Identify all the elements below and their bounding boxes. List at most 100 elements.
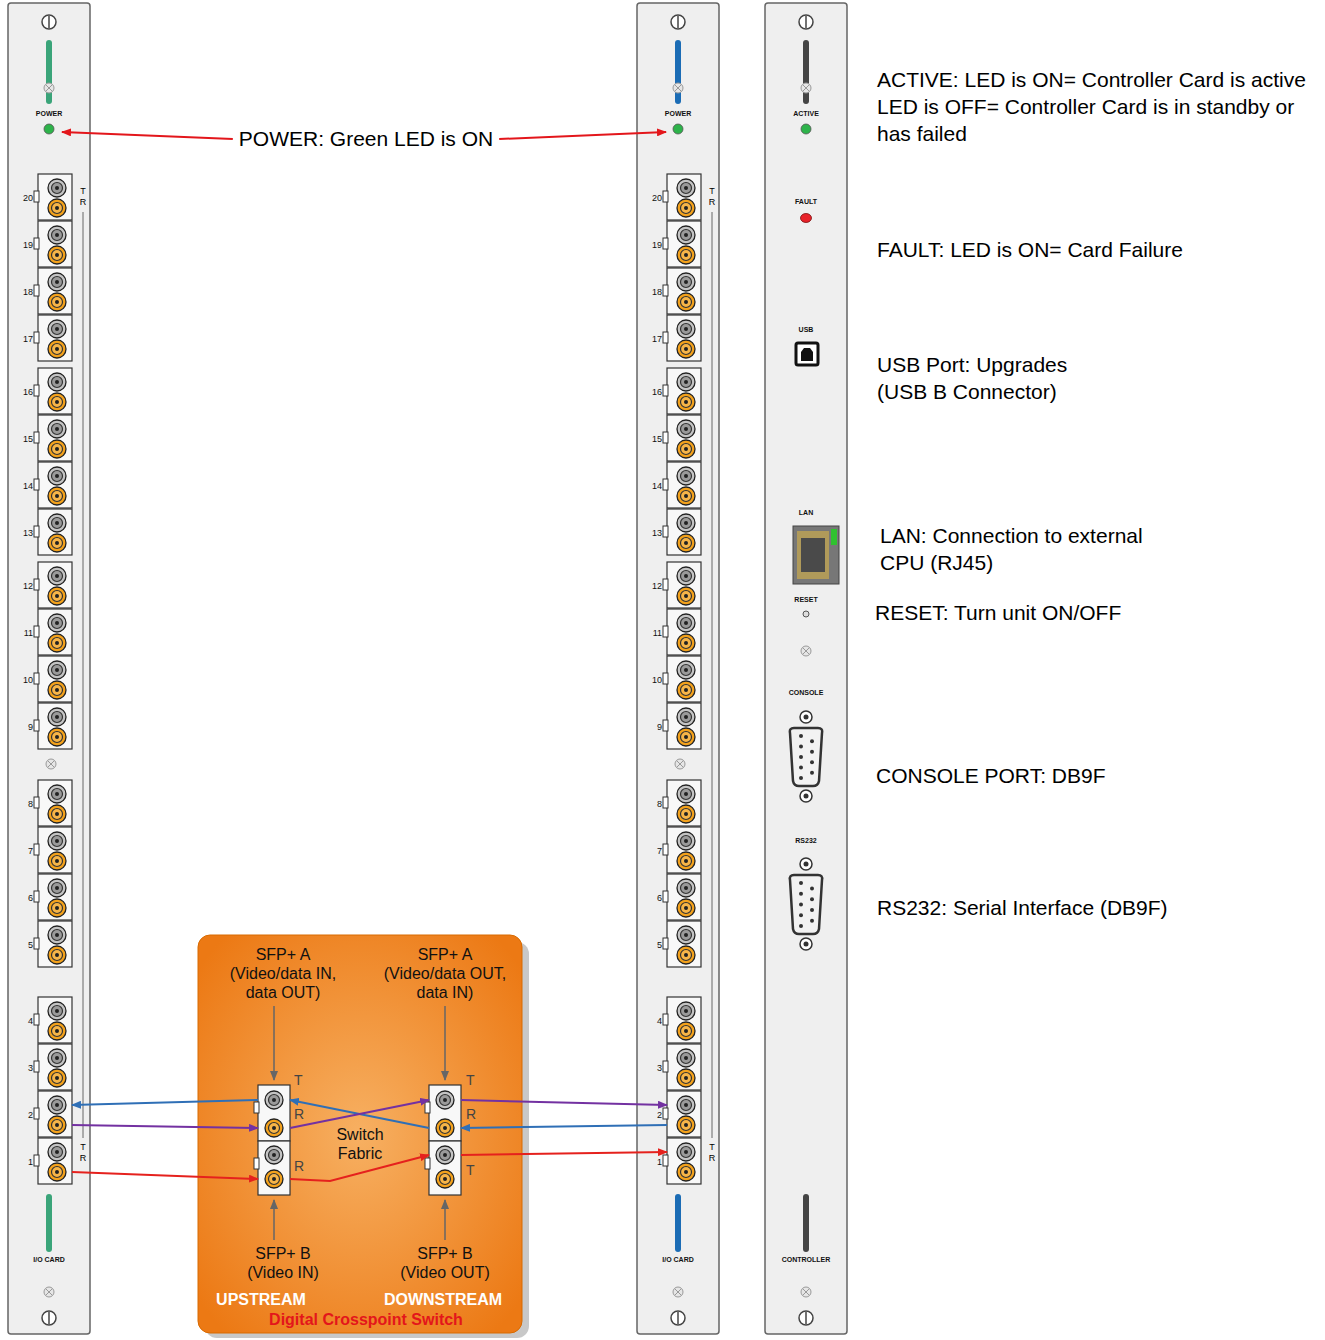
transmit-connector: [677, 1143, 695, 1161]
signal-wire: [72, 1125, 258, 1128]
link-led: [831, 529, 837, 545]
port-pair: 16: [667, 368, 701, 414]
port-number: 2: [13, 1110, 33, 1121]
housing-latch: [34, 720, 39, 731]
screw-head: [44, 83, 54, 93]
panel-label: CONTROLLER: [771, 1256, 841, 1264]
usb-b-port: [796, 343, 818, 365]
connector-core: [55, 1076, 59, 1080]
panel-label: I/O CARD: [19, 1256, 79, 1264]
connector-ring: [52, 518, 63, 529]
callout-text: ACTIVE: LED is ON= Controller Card is ac…: [877, 66, 1317, 147]
connector-ring: [681, 538, 692, 549]
connector-ring: [681, 444, 692, 455]
jack-screw: [800, 711, 812, 723]
panel-label: RS232: [771, 837, 841, 845]
connector-body: [677, 420, 695, 438]
connector-body: [677, 614, 695, 632]
connector-body: [677, 708, 695, 726]
connector-core: [55, 494, 59, 498]
connector-ring: [681, 856, 692, 867]
port-pair: 19: [38, 221, 72, 267]
port-number: 8: [642, 799, 662, 810]
usb-tongue: [801, 348, 813, 361]
connector-core: [272, 1126, 276, 1130]
callout-text: CONSOLE PORT: DB9F: [876, 762, 1316, 789]
tx-rx-marker: T: [466, 1162, 478, 1179]
port-number: 14: [642, 481, 662, 492]
connector-ring: [681, 1026, 692, 1037]
db9-pin: [799, 881, 803, 885]
reset-hole: [803, 611, 809, 617]
connector-body: [677, 681, 695, 699]
transmit-connector: [677, 514, 695, 532]
db9-pin: [799, 755, 803, 759]
connector-core: [55, 347, 59, 351]
captive-screw: [673, 83, 683, 93]
io-card: POWERI/O CARD201918171615141312111098765…: [8, 3, 90, 1334]
connector-ring: [52, 950, 63, 961]
transmit-connector: [677, 1096, 695, 1114]
connector-core: [684, 253, 688, 257]
housing-latch: [663, 238, 668, 249]
screw-cross: [677, 761, 684, 768]
receive-connector: [48, 534, 66, 552]
connector-body: [677, 1096, 695, 1114]
port-pair: 2: [38, 1091, 72, 1137]
transmit-connector: [48, 273, 66, 291]
db9-pin: [810, 919, 814, 923]
panel-screw: [671, 15, 685, 29]
tx-rx-marker: T: [466, 1072, 478, 1089]
connector-core: [55, 839, 59, 843]
port-number: 9: [642, 722, 662, 733]
port-housing: [38, 609, 72, 655]
db9-pin: [810, 739, 814, 743]
screw-head: [673, 1287, 683, 1297]
connector-core: [684, 1076, 688, 1080]
housing-latch: [34, 526, 39, 537]
port-number: 2: [642, 1110, 662, 1121]
connector-core: [684, 906, 688, 910]
transmit-connector: [48, 467, 66, 485]
connector-ring: [52, 836, 63, 847]
connector-body: [677, 1049, 695, 1067]
port-pair: 18: [38, 268, 72, 314]
port-number: 1: [642, 1157, 662, 1168]
connector-body: [677, 1163, 695, 1181]
connector-ring: [52, 1053, 63, 1064]
receive-connector: [48, 805, 66, 823]
leader-arrow: [444, 1200, 446, 1240]
port-housing: [38, 174, 72, 220]
connector-ring: [52, 856, 63, 867]
captive-screw: [46, 759, 56, 769]
housing-latch: [663, 673, 668, 684]
panel-label: RESET: [771, 596, 841, 604]
connector-ring: [52, 1167, 63, 1178]
connector-body: [677, 728, 695, 746]
connector-body: [48, 273, 66, 291]
db9-pin: [810, 750, 814, 754]
connector-ring: [681, 518, 692, 529]
transmit-connector: [48, 785, 66, 803]
connector-body: [265, 1091, 283, 1109]
housing-latch: [254, 1102, 259, 1113]
port-number: 17: [642, 334, 662, 345]
connector-core: [55, 735, 59, 739]
transmit-connector: [677, 614, 695, 632]
port-housing: [38, 1138, 72, 1184]
screw-head: [799, 1311, 813, 1325]
housing-latch: [425, 1102, 430, 1113]
port-number: 3: [13, 1063, 33, 1074]
screw-cross: [675, 1289, 682, 1296]
connector-ring: [440, 1174, 451, 1185]
connector-ring: [681, 250, 692, 261]
connector-core: [684, 1029, 688, 1033]
connector-core: [55, 953, 59, 957]
switch-label: DOWNSTREAM: [383, 1290, 503, 1309]
io-card: POWERI/O CARD201918171615141312111098765…: [637, 3, 719, 1334]
connector-body: [436, 1146, 454, 1164]
connector-core: [55, 327, 59, 331]
receive-connector: [677, 199, 695, 217]
connector-ring: [681, 277, 692, 288]
connector-body: [48, 681, 66, 699]
